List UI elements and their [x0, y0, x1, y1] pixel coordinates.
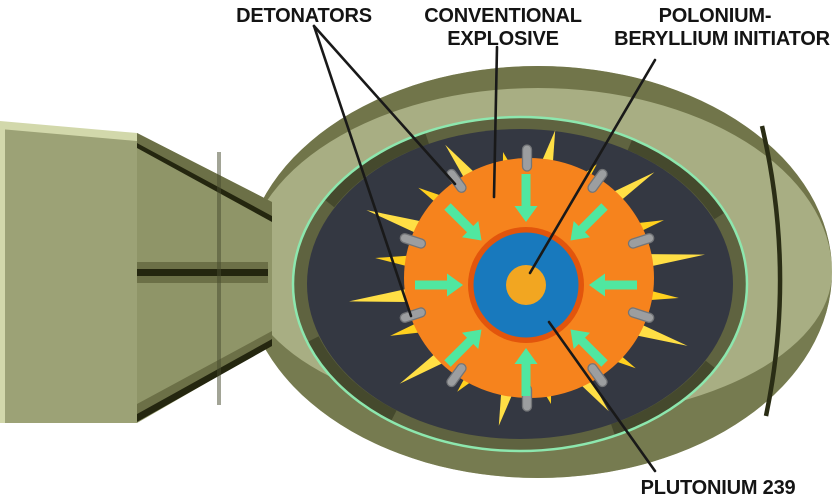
- bevel-shadow-segment: [307, 336, 397, 422]
- mint-ring-line: [291, 115, 749, 453]
- tail-cone-top-shadow-line: [137, 143, 272, 222]
- bevel-shadow-segment: [611, 360, 716, 436]
- initiator-leader-line: [528, 58, 657, 275]
- bevel-shadow-segment: [324, 132, 429, 208]
- detonator: [627, 233, 655, 249]
- initiator-core: [506, 265, 546, 305]
- tail-mid-band-upper: [137, 262, 268, 269]
- detonators-leader-line-1: [312, 24, 457, 186]
- implosion-arrow: [570, 203, 608, 241]
- tail-mid-band-shadow-line: [137, 269, 268, 276]
- casing-bottom-shadow: [244, 272, 832, 478]
- tail-cone-crease: [217, 152, 221, 405]
- implosion-arrow: [444, 203, 482, 241]
- tail-mid-band-lower: [137, 276, 268, 283]
- nose-seam-line: [759, 125, 783, 417]
- tail-cone-bottom-wedge: [137, 331, 272, 414]
- tail-fin-assembly: [0, 121, 272, 423]
- tail-box-left-highlight: [0, 127, 5, 423]
- explosive-leader-line: [492, 45, 499, 199]
- conventional-explosive-label-line2: EXPLOSIVE: [447, 28, 559, 50]
- implosion-arrows: [415, 174, 637, 396]
- implosion-arrow: [514, 348, 538, 396]
- bevel-shadow-segments: [307, 132, 725, 436]
- detonator: [446, 363, 467, 388]
- detonators-leader-line-2: [312, 24, 413, 318]
- bevel-shadow-segment: [627, 139, 725, 220]
- detonator: [587, 168, 608, 193]
- core: [468, 227, 584, 343]
- detonator: [627, 307, 655, 323]
- implosion-arrow: [570, 329, 608, 367]
- implosion-arrow: [589, 273, 637, 297]
- leader-lines: [312, 24, 657, 473]
- tail-cone-bottom-shadow-line: [137, 339, 272, 422]
- initiator-label-line2: BERYLLIUM INITIATOR: [614, 28, 831, 50]
- plutonium-leader-line: [547, 320, 657, 473]
- tail-box-face: [0, 127, 137, 423]
- initiator-label-line1: POLONIUM-: [659, 5, 772, 27]
- detonator: [399, 233, 427, 249]
- plutonium-label: PLUTONIUM 239: [641, 477, 796, 499]
- conventional-explosive-label-line1: CONVENTIONAL: [424, 5, 582, 27]
- tail-box-top-highlight: [0, 121, 137, 141]
- implosion-arrow: [444, 329, 482, 367]
- detonators-label: DETONATORS: [236, 5, 372, 27]
- tail-cone-top-wedge: [137, 133, 272, 216]
- detonator: [587, 363, 608, 388]
- detonator: [399, 307, 427, 323]
- detonator: [521, 144, 533, 172]
- implosion-arrow: [415, 273, 463, 297]
- implosion-arrow: [514, 174, 538, 222]
- labels: DETONATORS CONVENTIONAL EXPLOSIVE POLONI…: [236, 5, 831, 499]
- detonators: [399, 144, 655, 412]
